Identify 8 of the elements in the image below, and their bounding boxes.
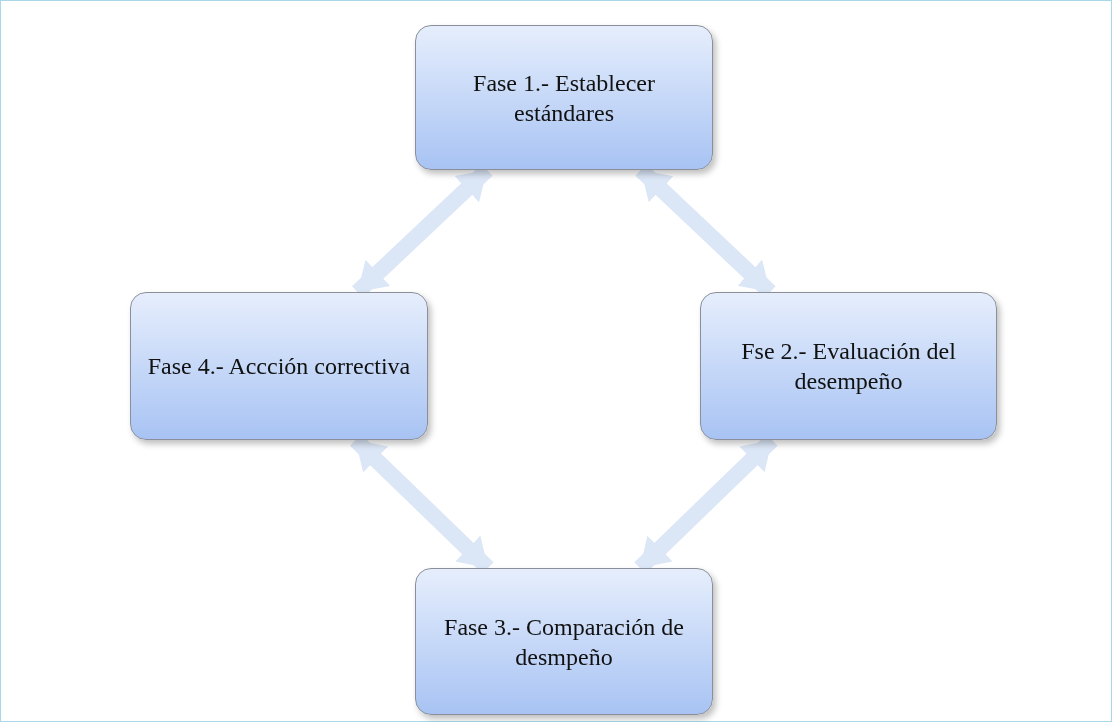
phase-box: [700, 292, 997, 440]
phase-box: [415, 568, 713, 715]
phase-label: Fase 1.- Establecer estándares: [472, 68, 656, 128]
phase-box: [130, 292, 428, 440]
phase-label: Fse 2.- Evaluación del desempeño: [740, 337, 957, 396]
phase-label: Fase 4.- Accción correctiva: [147, 352, 411, 381]
phase-label: Fase 3.- Comparación de desmpeño: [443, 612, 685, 672]
phase-box: [415, 25, 713, 170]
